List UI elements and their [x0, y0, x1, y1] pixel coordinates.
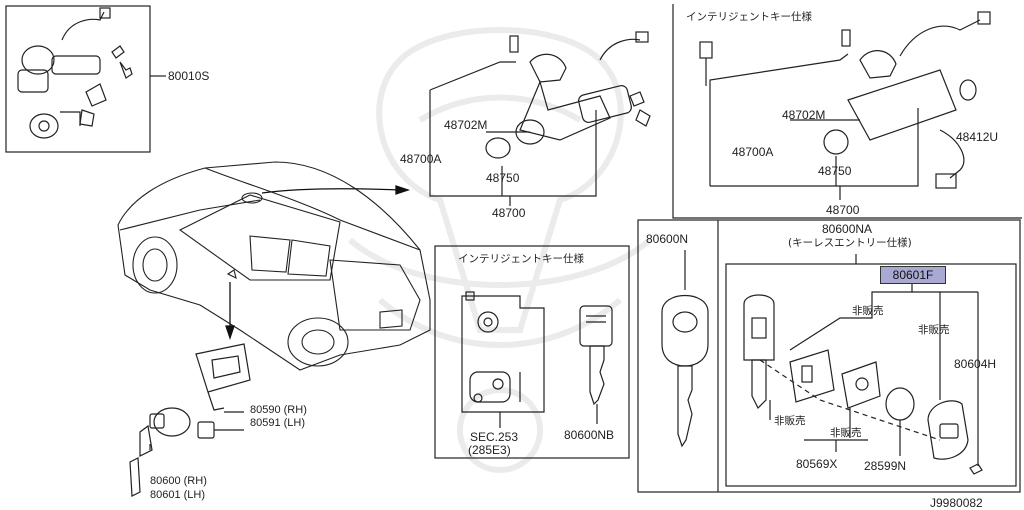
- label-door-cyl-lh: 80601 (LH): [150, 489, 206, 501]
- label-sec-ref-sub: (285E3): [468, 443, 511, 457]
- ignition-switch-parts: [429, 31, 651, 206]
- intelligent-key-ignition-frame: [672, 4, 1022, 219]
- keyless-entry-parts: [743, 254, 983, 475]
- kit-set-frame: [5, 5, 151, 153]
- label-kit-set: 80010S: [168, 69, 210, 83]
- kit-set-parts: [17, 7, 166, 139]
- label-ik-switch: 48412U: [956, 130, 999, 144]
- highlighted-part-number: 80601F: [880, 266, 946, 284]
- vehicle-illustration: [117, 161, 431, 371]
- label-ign-assy: 48700: [492, 206, 526, 220]
- label-door-rod-lh: 80591 (LH): [250, 417, 306, 429]
- key-blank: [661, 250, 709, 448]
- door-lock-cylinder-parts: [129, 343, 251, 497]
- drawing-code: J9980082: [930, 496, 983, 510]
- watermark-emblem: [348, 27, 652, 473]
- label-battery: 28599N: [864, 459, 907, 473]
- label-ik-assy: 48700: [826, 203, 860, 217]
- label-keyless-key: 80600NA: [822, 222, 873, 236]
- label-sec-ref: SEC.253: [470, 430, 519, 444]
- keyless-kit-frame: [725, 263, 1017, 487]
- label-ik-title: インテリジェントキー仕様: [686, 11, 812, 23]
- label-ign-insert: 48702M: [444, 118, 488, 132]
- label-ik-insert: 48702M: [782, 108, 826, 122]
- intelligent-key-ignition-parts: [699, 11, 991, 200]
- label-case-lower: 80569X: [796, 457, 838, 471]
- label-not-sold-4: 非販売: [830, 427, 862, 439]
- label-door-rod-rh: 80590 (RH): [250, 404, 307, 416]
- label-ign-cyl: 48750: [486, 171, 520, 185]
- intelligent-key-remote-frame: [434, 245, 630, 459]
- label-key-blank: 80600N: [646, 232, 689, 246]
- label-ign-wire: 48700A: [400, 152, 442, 166]
- label-not-sold-3: 非販売: [774, 415, 806, 427]
- label-ik-cyl: 48750: [818, 164, 852, 178]
- emergency-key: [579, 305, 613, 424]
- intelligent-key-fob: [461, 291, 545, 428]
- label-keyless-sub: (キーレスエントリー仕様): [788, 237, 912, 249]
- label-ik-wire: 48700A: [732, 145, 774, 159]
- label-ik2-title: インテリジェントキー仕様: [458, 253, 584, 265]
- label-not-sold-2: 非販売: [918, 324, 950, 336]
- label-case-upper: 80604H: [954, 357, 997, 371]
- label-not-sold-1: 非販売: [852, 305, 884, 317]
- callout-arrows: [225, 185, 411, 341]
- label-blank-key: 80600NB: [564, 428, 615, 442]
- key-panel-frame: [637, 219, 1021, 493]
- label-door-cyl-rh: 80600 (RH): [150, 475, 207, 487]
